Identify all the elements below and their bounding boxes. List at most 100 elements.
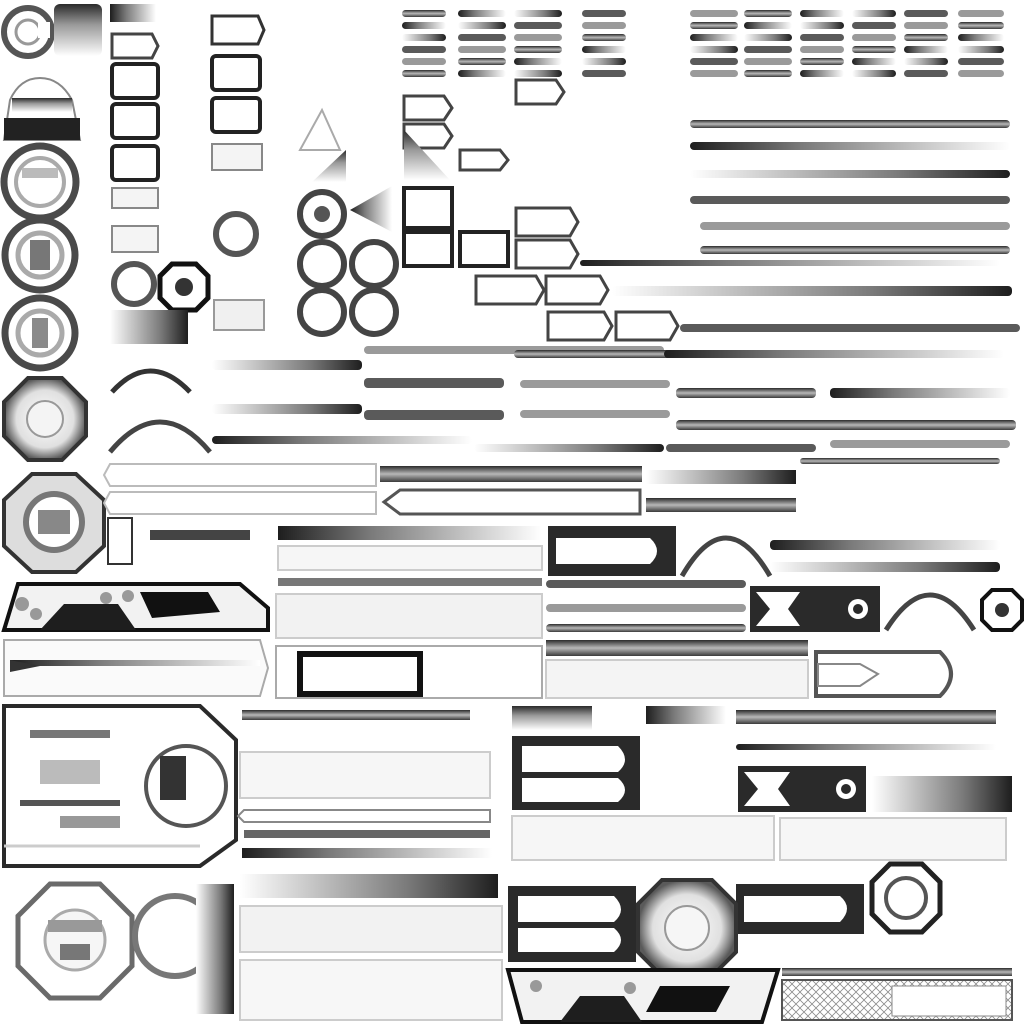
bar-strip xyxy=(514,350,674,358)
octagon-nut-icon xyxy=(2,376,88,462)
octagon-nut-icon xyxy=(2,472,106,574)
bar-strip xyxy=(402,46,446,53)
slab xyxy=(110,4,156,22)
panel-column xyxy=(107,4,250,565)
square-panel xyxy=(210,96,262,134)
bar-strip xyxy=(580,260,1000,266)
bar-strip xyxy=(212,404,362,414)
gear-icon xyxy=(297,239,347,289)
bar-strip xyxy=(852,34,896,41)
bar-strip xyxy=(852,46,896,53)
gear-icon xyxy=(349,239,399,289)
bar-strip xyxy=(212,436,472,444)
bar-strip xyxy=(958,34,1004,41)
bar-strip xyxy=(690,22,738,29)
strip xyxy=(213,299,265,331)
bar-strip xyxy=(514,70,562,77)
ring-gauge-icon xyxy=(1,5,55,59)
square-panel xyxy=(110,144,160,182)
bar-strip xyxy=(690,142,1010,150)
bar-strip xyxy=(800,70,844,77)
bar-strip xyxy=(958,22,1004,29)
ring-gauge-icon xyxy=(1,294,79,372)
gear-icon xyxy=(157,261,211,313)
bar-strip xyxy=(514,22,562,29)
bar-strip xyxy=(744,10,792,17)
arch xyxy=(108,419,212,454)
bar-strip xyxy=(546,580,746,588)
bar-strip xyxy=(904,34,948,41)
bar-strip xyxy=(958,46,1004,53)
bar-strip xyxy=(852,70,896,77)
gear-cluster xyxy=(297,107,399,337)
long-bars xyxy=(212,120,1020,750)
mid-section xyxy=(102,463,796,699)
ring-gauge-icon xyxy=(213,211,259,257)
bar-strip xyxy=(664,350,1004,358)
bar-strip xyxy=(458,46,506,53)
arch xyxy=(679,535,773,578)
bar-strip xyxy=(402,58,446,65)
square-panel xyxy=(402,186,454,230)
bar-strip xyxy=(690,34,738,41)
bar-strip xyxy=(744,22,792,29)
bar-strip xyxy=(904,10,948,17)
bar-strip xyxy=(904,70,948,77)
mesh-panel xyxy=(781,979,1013,1021)
capsule-panel-icon xyxy=(402,94,454,122)
bar-strip xyxy=(958,58,1004,65)
bar-strip xyxy=(612,286,1012,296)
strip xyxy=(782,968,1012,976)
bar-strip xyxy=(800,34,844,41)
left-column xyxy=(0,4,270,1014)
fork-clamp-icon xyxy=(750,586,880,632)
strip xyxy=(111,225,159,253)
bar-strip xyxy=(546,624,746,632)
bar-strip xyxy=(700,246,1010,254)
gear-icon xyxy=(980,588,1024,632)
bar-strip xyxy=(770,562,1000,572)
bar-strip xyxy=(690,196,1010,204)
bar-strip xyxy=(520,380,670,388)
hatch-panel-icon xyxy=(505,968,781,1024)
ring-gauge-icon xyxy=(111,261,157,307)
bar-strip xyxy=(364,410,504,420)
bar-strip xyxy=(474,444,664,452)
ring-gauge-icon xyxy=(1,216,79,294)
bar-strip xyxy=(852,22,896,29)
strip xyxy=(150,530,250,540)
bar-strip xyxy=(904,22,948,29)
bar-strip xyxy=(514,46,562,53)
capsule-panel-icon xyxy=(514,238,580,270)
panel-column-3 xyxy=(210,14,266,331)
bar-strip xyxy=(958,70,1004,77)
capsule-panel-icon xyxy=(514,206,580,238)
bar-strip xyxy=(744,34,792,41)
bar-strip xyxy=(402,10,446,17)
capsule-panel-icon xyxy=(110,32,160,60)
bar-strip xyxy=(744,70,792,77)
capsule-panel-icon xyxy=(546,310,614,342)
dome-cover xyxy=(2,76,82,141)
bar-strip xyxy=(458,58,506,65)
square-panel xyxy=(458,230,510,268)
hatch-panel-icon xyxy=(1,582,270,632)
strip xyxy=(111,187,159,209)
bar-strip xyxy=(800,22,844,29)
bar-strip xyxy=(690,70,738,77)
side-bar xyxy=(196,884,234,1014)
bar-strip xyxy=(402,22,446,29)
bar-strip xyxy=(904,58,948,65)
wedge xyxy=(404,130,450,180)
bar-strip xyxy=(582,10,626,17)
bar-strip xyxy=(680,324,1020,332)
capsule-panel-icon xyxy=(458,148,510,172)
square-panel xyxy=(210,54,262,92)
bar-strip xyxy=(582,70,626,77)
bar-strip xyxy=(958,10,1004,17)
bar-strip xyxy=(514,34,562,41)
bar-strip xyxy=(458,34,506,41)
large-panel xyxy=(2,704,238,868)
